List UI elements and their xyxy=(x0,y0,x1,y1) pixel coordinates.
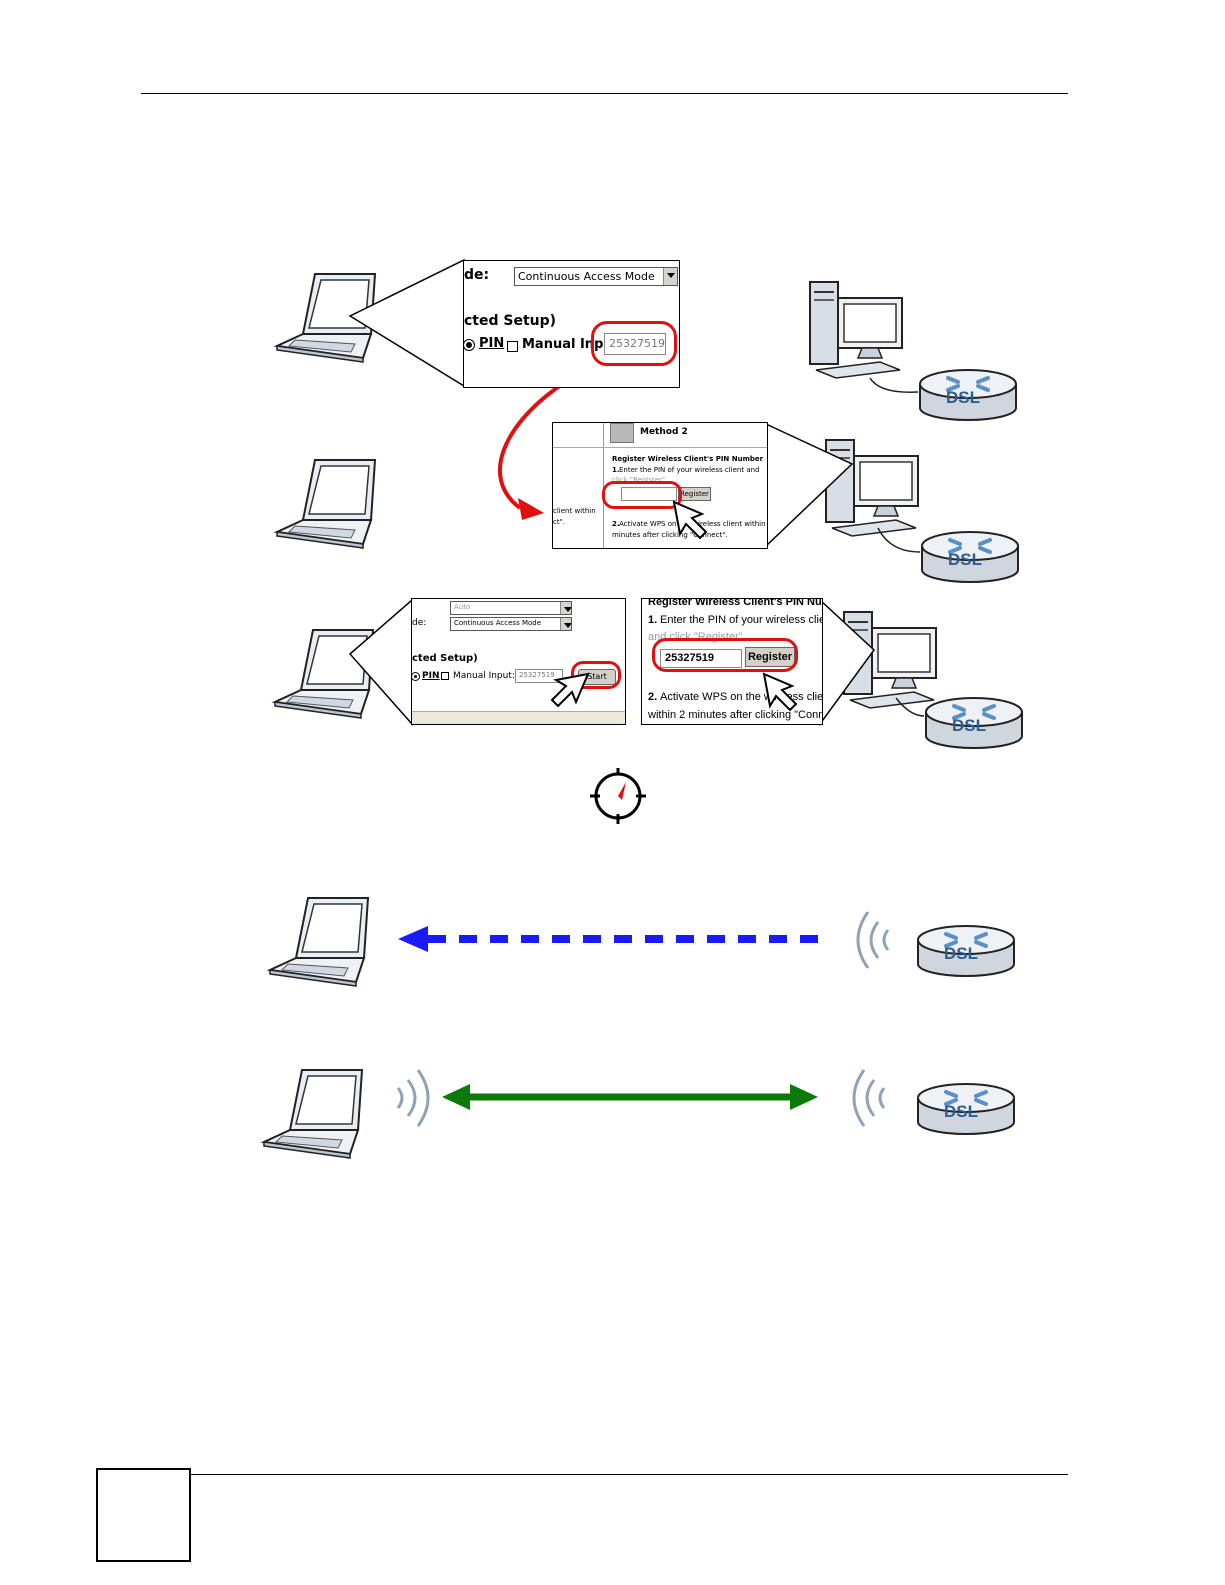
pin-entry-field[interactable]: 25327519 xyxy=(660,649,742,668)
mode-select[interactable]: Continuous Access Mode xyxy=(450,617,572,631)
status-bar xyxy=(412,711,625,724)
section-label: cted Setup) xyxy=(464,313,557,329)
router-label: DSL xyxy=(946,388,980,407)
mouse-pointer-icon xyxy=(672,500,708,540)
desktop-computer-icon xyxy=(809,281,903,379)
client-wps-start-screenshot: Auto de: Continuous Access Mode cted Set… xyxy=(411,598,626,725)
left-text: client within xyxy=(553,507,596,515)
manual-input-label: Manual Input: xyxy=(522,337,625,352)
pin-field[interactable]: 25327519 xyxy=(604,333,666,355)
method-heading: Method 2 xyxy=(640,427,688,437)
pin-entry-highlight xyxy=(602,481,682,509)
router-label: DSL xyxy=(944,1102,978,1121)
chevron-down-icon xyxy=(560,618,571,630)
mouse-pointer-icon xyxy=(550,672,590,708)
manual-input-label: Manual Input: xyxy=(453,671,515,681)
step2-number: 2. xyxy=(648,691,658,703)
pin-highlight xyxy=(591,321,677,366)
step1-number: 1. xyxy=(612,466,620,474)
router-label: DSL xyxy=(948,550,982,569)
pin-field[interactable]: 25327519 xyxy=(515,669,563,683)
lock-icon xyxy=(610,423,634,443)
wireless-signal-icon xyxy=(856,910,890,970)
pin-radio[interactable] xyxy=(464,340,474,350)
top-select[interactable]: Auto xyxy=(450,601,572,615)
pin-radio[interactable] xyxy=(412,673,419,680)
mode-select-value: Continuous Access Mode xyxy=(454,619,542,627)
register-subheading: Register Wireless Client's PIN Number xyxy=(612,455,764,463)
register-heading: Register Wireless Client's PIN Numb xyxy=(648,598,823,608)
mode-select[interactable]: Continuous Access Mode xyxy=(514,267,678,286)
footer-rule xyxy=(191,1474,1068,1475)
manual-input-checkbox[interactable] xyxy=(507,341,518,352)
mode-label: de: xyxy=(464,267,490,283)
laptop-icon xyxy=(269,897,369,987)
wireless-signal-icon xyxy=(852,1068,886,1128)
pin-label: PIN xyxy=(422,671,440,681)
header-rule xyxy=(141,93,1068,94)
laptop-icon xyxy=(263,1069,363,1159)
pin-label: PIN xyxy=(479,336,505,351)
section-label: cted Setup) xyxy=(412,653,478,664)
laptop-icon xyxy=(276,459,376,549)
step1-text: Enter the PIN of your wireless client an… xyxy=(619,466,760,474)
mode-select-value: Continuous Access Mode xyxy=(518,270,655,283)
client-wps-screenshot: de: Continuous Access Mode cted Setup) P… xyxy=(463,260,680,388)
mouse-pointer-icon xyxy=(762,672,798,712)
pin-entry-field[interactable] xyxy=(621,487,677,501)
step2-number: 2. xyxy=(612,520,620,528)
start-highlight xyxy=(571,661,621,689)
step1-text: Enter the PIN of your wireless clien xyxy=(660,614,823,626)
step1-text-b: click "Register". xyxy=(612,476,668,484)
page-number-box xyxy=(96,1468,191,1562)
timer-icon xyxy=(590,768,646,824)
mode-label: de: xyxy=(412,618,427,628)
divider xyxy=(553,447,767,448)
step2-text-b: minutes after clicking "Connect". xyxy=(612,531,728,539)
top-select-value: Auto xyxy=(454,603,471,611)
desktop-computer-icon xyxy=(825,439,919,537)
router-label: DSL xyxy=(944,944,978,963)
step2-text-b: within 2 minutes after clicking "Conne xyxy=(648,709,823,721)
manual-input-checkbox[interactable] xyxy=(441,672,449,680)
chevron-down-icon xyxy=(560,602,571,614)
step1-number: 1. xyxy=(648,614,658,626)
register-button[interactable]: Register xyxy=(678,487,711,501)
laptop-icon xyxy=(274,629,374,719)
pin-register-highlight xyxy=(652,638,798,672)
register-button[interactable]: Register xyxy=(745,647,795,667)
wireless-signal-icon xyxy=(396,1068,430,1128)
left-text: ct". xyxy=(553,518,566,526)
router-label: DSL xyxy=(952,716,986,735)
chevron-down-icon xyxy=(663,268,677,285)
